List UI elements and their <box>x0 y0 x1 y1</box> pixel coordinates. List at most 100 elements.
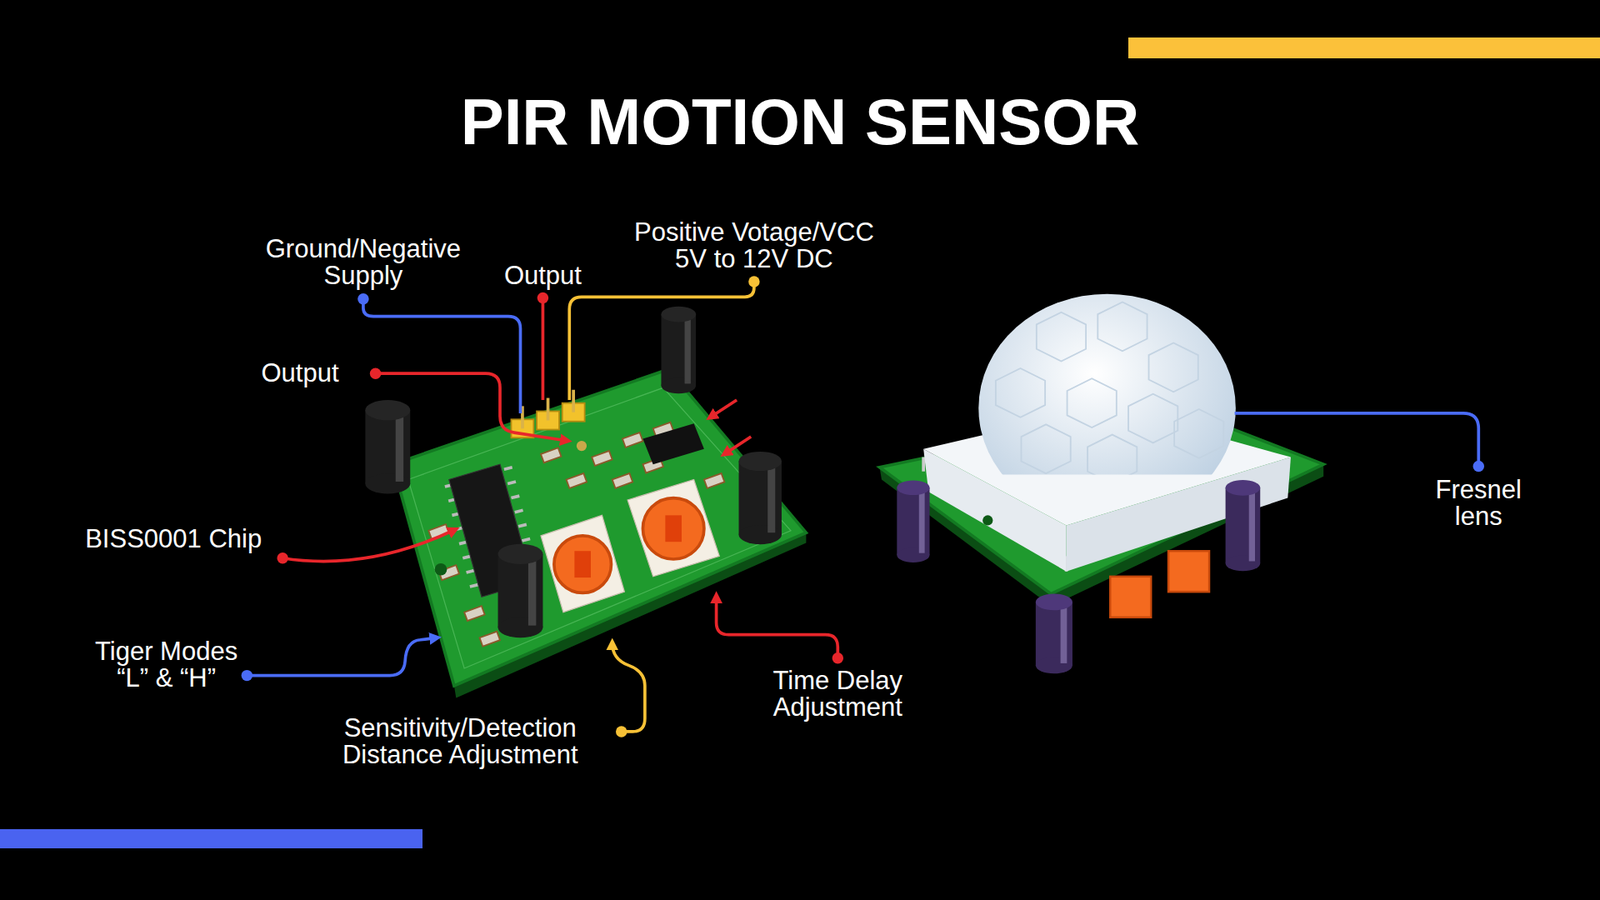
leader-dot <box>537 292 549 304</box>
leader-line <box>716 595 839 659</box>
lens-facet <box>1097 301 1147 351</box>
leader-line <box>541 298 545 400</box>
callout-label: Output <box>260 360 339 387</box>
capacitor-base <box>896 547 930 563</box>
leader-dot <box>748 275 760 287</box>
title: PIR MOTION SENSOR <box>460 89 1140 155</box>
callout-label: Fresnel lens <box>1424 476 1533 530</box>
chip-pin <box>518 524 527 526</box>
leader-line <box>612 642 645 732</box>
capacitor-top <box>498 544 544 565</box>
capacitor-body <box>660 314 696 386</box>
lens-facet <box>995 368 1045 418</box>
fresnel-dome <box>978 294 1236 475</box>
chip-pin <box>462 555 471 558</box>
capacitor-body <box>365 410 410 484</box>
leader-line <box>724 436 751 455</box>
capacitor-top <box>660 306 696 323</box>
callout-label: Tiger Modes “L” & “H” <box>83 638 250 692</box>
chip-pin <box>521 539 530 541</box>
callout-label: Positive Votage/VCC 5V to 12V DC <box>625 219 884 273</box>
potentiometer-knob <box>1168 550 1210 592</box>
mount-hole <box>982 515 993 525</box>
capacitor-stripe <box>395 414 404 482</box>
smd-resistor <box>704 473 725 489</box>
lens-facet <box>1036 312 1086 362</box>
leader-dot <box>276 552 288 564</box>
capacitor-stripe <box>528 558 536 626</box>
via-pad <box>576 440 587 451</box>
capacitor-top <box>739 451 782 471</box>
accent-bar <box>1128 37 1600 59</box>
leader-line <box>569 281 755 400</box>
capacitor-top <box>1225 480 1261 496</box>
chip-pin <box>507 481 516 484</box>
silkscreen-outline <box>408 387 791 669</box>
leader-line <box>710 400 737 418</box>
smd-resistor <box>566 473 587 489</box>
capacitor-base <box>1225 555 1261 572</box>
header-pin <box>546 398 550 421</box>
capacitor-stripe <box>1249 491 1255 561</box>
callout-label: Sensitivity/Detection Distance Adjustmen… <box>322 715 598 769</box>
capacitor-top <box>365 400 410 420</box>
chip-pin <box>510 495 520 498</box>
leader-line <box>363 299 521 414</box>
potentiometer-base <box>627 480 720 577</box>
leader-dot <box>832 652 844 664</box>
lens-facet <box>1067 378 1117 428</box>
lens-facet <box>1149 342 1199 392</box>
capacitor-stripe <box>1060 605 1068 664</box>
capacitor-stripe <box>919 491 925 553</box>
pcb-board <box>392 369 806 686</box>
capacitor-body <box>1035 601 1073 665</box>
callout-label: Ground/Negative Supply <box>246 235 480 290</box>
chip-pin <box>470 585 479 587</box>
leader-line <box>246 637 437 675</box>
leader-dot <box>357 293 369 305</box>
chip-pin <box>515 510 524 512</box>
leader-line <box>1235 413 1480 467</box>
capacitor-body <box>896 487 930 555</box>
lens-base-side <box>923 449 1066 572</box>
leader-dot <box>370 367 381 379</box>
mount-hole <box>435 563 448 576</box>
capacitor-body <box>1225 487 1261 564</box>
callout-label: Output <box>504 262 582 290</box>
lens-facet <box>1020 424 1070 474</box>
lens-facet <box>1174 409 1224 459</box>
accent-bar <box>0 829 423 849</box>
capacitor-body <box>739 460 782 535</box>
potentiometer-slot <box>574 550 591 578</box>
smd-resistor <box>540 447 561 463</box>
callout-label: Time Delay Adjustment <box>754 667 921 721</box>
artwork <box>241 275 1485 737</box>
smd-resistor <box>622 432 643 448</box>
regulator-chip <box>642 423 704 465</box>
lens-facet <box>1128 394 1178 444</box>
callout-label: BISS0001 Chip <box>85 525 262 553</box>
leader-dot <box>1473 460 1485 472</box>
chip-pin <box>504 467 513 470</box>
header-pin <box>571 390 575 413</box>
leader-line <box>282 530 455 562</box>
potentiometer-knob <box>1110 576 1151 618</box>
smd-resistor <box>464 605 485 621</box>
leader-dot <box>615 725 627 737</box>
header-pin <box>921 457 925 472</box>
leader-line <box>375 373 568 441</box>
capacitor-stripe <box>685 318 691 384</box>
leader-dot <box>241 670 253 681</box>
lens-facet <box>1087 435 1137 475</box>
potentiometer-slot <box>665 515 682 542</box>
chip-pin <box>466 570 475 572</box>
capacitor-stripe <box>767 465 775 533</box>
potentiometer-knob <box>642 498 704 560</box>
potentiometer-knob <box>554 535 612 594</box>
capacitor-top <box>896 480 930 495</box>
potentiometer-base <box>540 515 625 612</box>
smd-resistor <box>612 473 633 489</box>
smd-resistor <box>480 631 500 647</box>
smd-resistor <box>591 450 612 466</box>
